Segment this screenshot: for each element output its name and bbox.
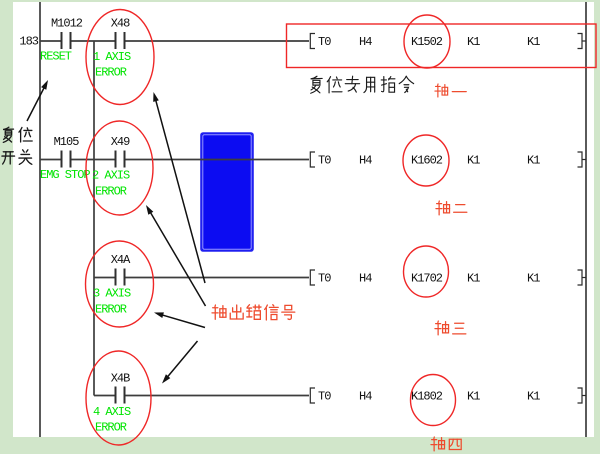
svg-text:K1602: K1602 — [411, 154, 443, 168]
svg-text:K1: K1 — [467, 272, 480, 286]
svg-text:H4: H4 — [359, 390, 372, 404]
svg-text:K1: K1 — [527, 390, 540, 404]
svg-text:M1012: M1012 — [51, 17, 83, 31]
svg-text:ERROR: ERROR — [95, 421, 127, 435]
svg-text:T0: T0 — [318, 272, 331, 286]
svg-text:4 AXIS: 4 AXIS — [93, 405, 131, 419]
svg-text:K1: K1 — [527, 272, 540, 286]
svg-text:2 AXIS: 2 AXIS — [92, 169, 130, 183]
svg-text:1 AXIS: 1 AXIS — [93, 50, 131, 64]
svg-text:K1: K1 — [467, 154, 480, 168]
svg-text:H4: H4 — [359, 35, 372, 49]
svg-text:183: 183 — [19, 35, 38, 49]
svg-text:K1: K1 — [527, 35, 540, 49]
svg-text:T0: T0 — [318, 390, 331, 404]
svg-text:H4: H4 — [359, 154, 372, 168]
svg-text:K1502: K1502 — [411, 35, 443, 49]
svg-text:T0: T0 — [318, 154, 331, 168]
svg-text:X4B: X4B — [111, 372, 130, 386]
svg-text:X48: X48 — [111, 17, 130, 31]
svg-text:K1: K1 — [467, 390, 480, 404]
svg-text:RESET: RESET — [40, 50, 72, 64]
svg-text:K1702: K1702 — [411, 272, 443, 286]
svg-text:K1: K1 — [527, 154, 540, 168]
svg-text:X49: X49 — [111, 135, 130, 149]
svg-text:ERROR: ERROR — [95, 66, 127, 80]
svg-text:3 AXIS: 3 AXIS — [93, 287, 131, 301]
svg-text:T0: T0 — [318, 35, 331, 49]
svg-text:M105: M105 — [54, 135, 80, 149]
svg-text:ERROR: ERROR — [95, 185, 127, 199]
svg-text:EMG STOP: EMG STOP — [40, 168, 90, 182]
svg-text:K1802: K1802 — [411, 390, 443, 404]
svg-text:X4A: X4A — [111, 253, 131, 267]
svg-text:H4: H4 — [359, 272, 372, 286]
svg-text:K1: K1 — [467, 35, 480, 49]
svg-text:ERROR: ERROR — [95, 303, 127, 317]
